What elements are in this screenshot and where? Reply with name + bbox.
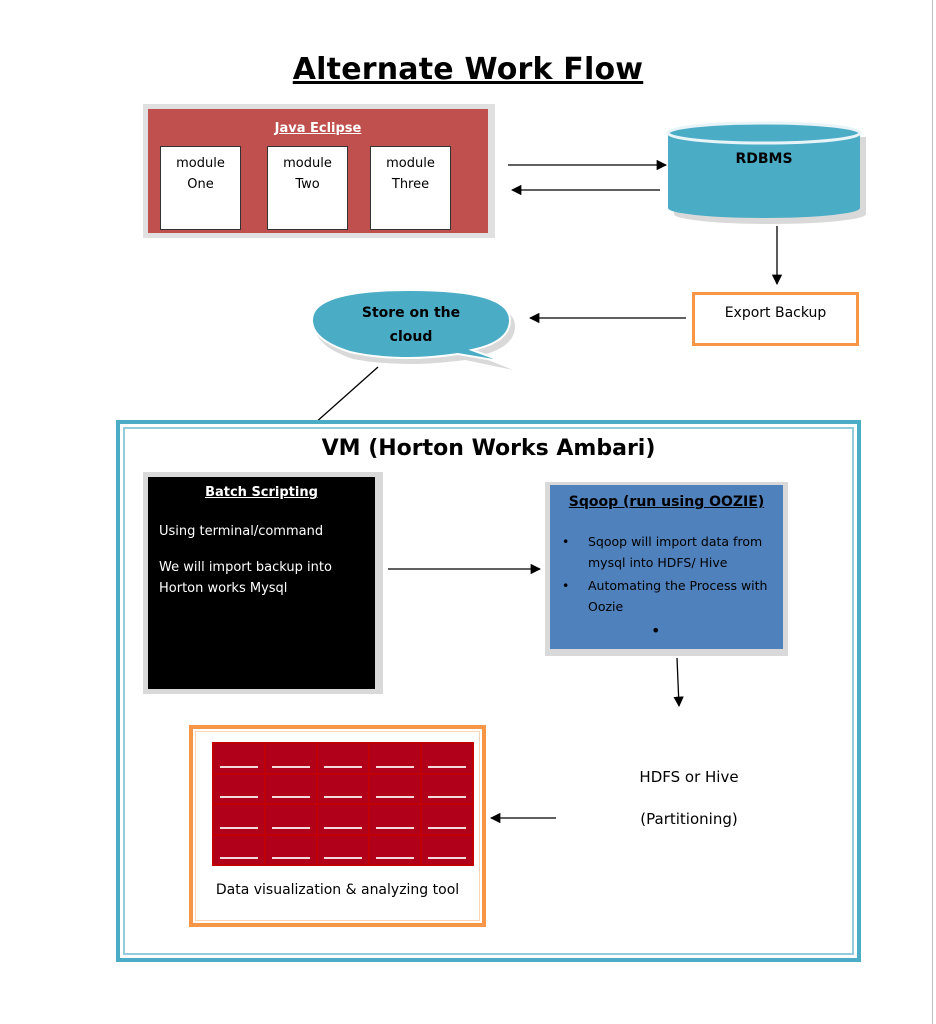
module-one-line1: module <box>176 156 225 171</box>
vm-title: VM (Horton Works Ambari) <box>321 436 656 461</box>
cloud-label-line1: Store on the <box>361 305 461 321</box>
bar-chart-icon <box>266 744 316 773</box>
cloud-label-line2: cloud <box>389 329 433 345</box>
sqoop-empty-bullet: • <box>651 621 661 640</box>
page-edge <box>932 0 933 1024</box>
scatter-icon <box>214 774 264 803</box>
network-icon <box>370 774 420 803</box>
rdbms-cylinder <box>666 121 866 224</box>
rdbms-label: RDBMS <box>735 151 793 167</box>
line-chart-icon <box>318 805 368 834</box>
cloud-bubble <box>310 288 515 370</box>
sqoop-box: Sqoop (run using OOZIE) Sqoop will impor… <box>550 485 783 649</box>
bar-chart-icon <box>318 744 368 773</box>
data-viz-inner: Data visualization & analyzing tool <box>195 731 480 921</box>
module-two-line1: module <box>283 156 332 171</box>
sqoop-bullet-import: Sqoop will import data from mysql into H… <box>562 531 778 573</box>
vm-inner-border <box>123 427 854 955</box>
module-three-line1: module <box>386 156 435 171</box>
data-viz-label: Data visualization & analyzing tool <box>215 882 460 898</box>
java-eclipse-panel: Java Eclipse module One module Two modul… <box>148 109 488 233</box>
sqoop-bullet-oozie: Automating the Process with Oozie <box>562 575 778 617</box>
hdfs-label-line2: (Partitioning) <box>640 810 738 828</box>
circle-chart-icon <box>214 835 264 864</box>
sqoop-title: Sqoop (run using OOZIE) <box>568 494 765 510</box>
page-title: Alternate Work Flow <box>292 52 644 87</box>
bubble-icon <box>214 805 264 834</box>
batch-scripting-box: Batch Scripting Using terminal/command W… <box>148 477 375 689</box>
module-three-line2: Three <box>391 177 430 192</box>
hdfs-label-line1: HDFS or Hive <box>639 768 739 786</box>
network-icon <box>318 774 368 803</box>
chart-thumbnails-image <box>212 742 474 866</box>
module-one-line2: One <box>187 177 214 192</box>
batch-text-terminal: Using terminal/command <box>159 524 324 539</box>
pie-chart-icon <box>266 835 316 864</box>
batch-text-import: We will import backup into <box>159 560 332 575</box>
bar-chart-icon <box>370 744 420 773</box>
cloud-label: Store on the cloud <box>312 301 510 349</box>
line-chart-icon <box>370 805 420 834</box>
line-chart-icon <box>422 805 472 834</box>
heatmap-icon <box>370 835 420 864</box>
data-viz-box: Data visualization & analyzing tool <box>189 725 486 927</box>
java-eclipse-box: Java Eclipse module One module Two modul… <box>143 104 495 238</box>
java-eclipse-title: Java Eclipse <box>274 121 362 136</box>
stacked-bar-icon <box>422 744 472 773</box>
module-two-box: module Two <box>267 146 348 230</box>
area-chart-icon <box>214 744 264 773</box>
batch-text-mysql: Horton works Mysql <box>159 581 288 596</box>
module-three-box: module Three <box>370 146 451 230</box>
module-one-box: module One <box>160 146 241 230</box>
batch-scripting-title: Batch Scripting <box>205 485 318 500</box>
donut-chart-icon <box>318 835 368 864</box>
map-icon <box>422 835 472 864</box>
network-icon <box>266 774 316 803</box>
sqoop-bullet-list: Sqoop will import data from mysql into H… <box>550 531 778 619</box>
tree-icon <box>422 774 472 803</box>
flow-icon <box>266 805 316 834</box>
export-backup-box: Export Backup <box>692 292 859 346</box>
module-two-line2: Two <box>295 177 320 192</box>
